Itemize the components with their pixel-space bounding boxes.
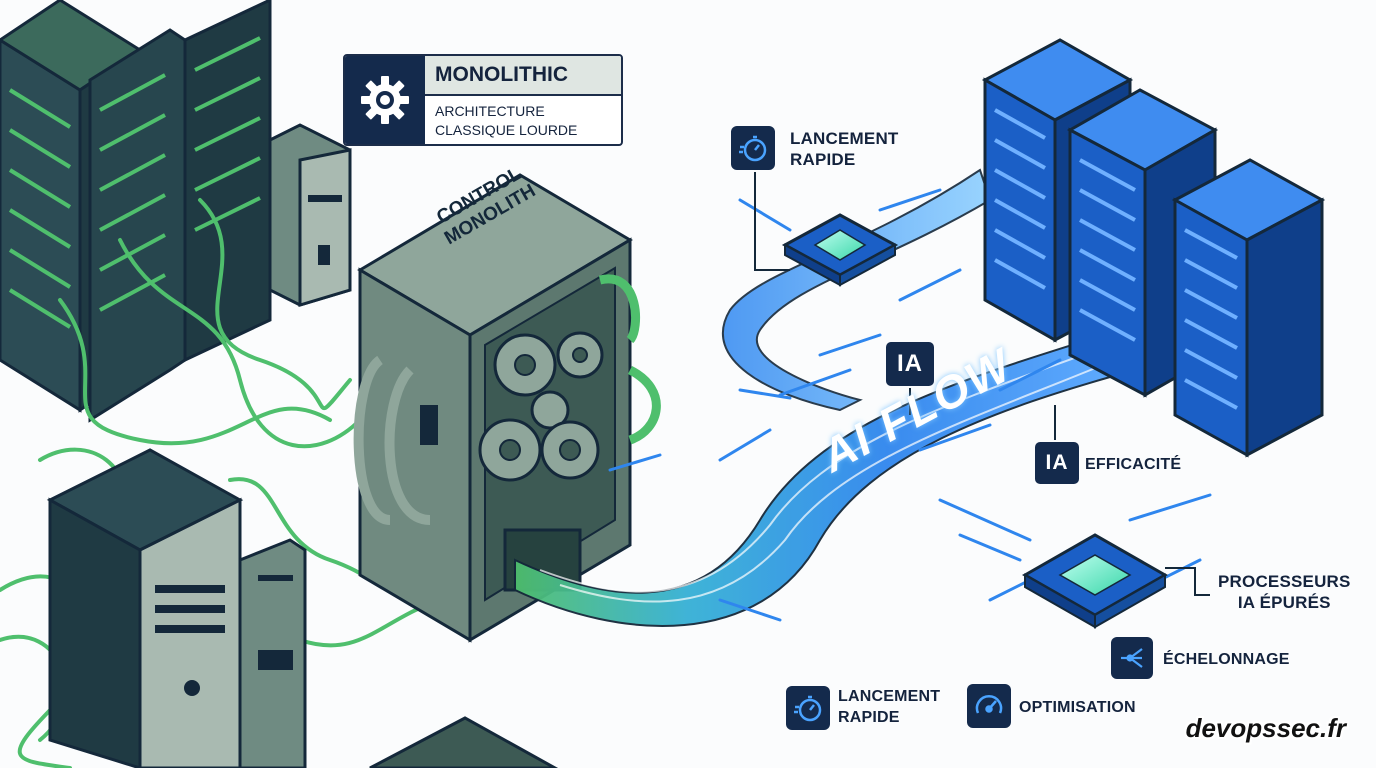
stopwatch-icon: [739, 135, 767, 162]
optimisation-label: OPTIMISATION: [1019, 699, 1136, 716]
processors-label: PROCESSEURS IA ÉPURÉS: [1218, 571, 1351, 613]
launch-top-line1: LANCEMENT: [790, 129, 899, 148]
scaling-label: ÉCHELONNAGE: [1163, 651, 1290, 668]
launch-bottom-line1: LANCEMENT: [838, 688, 941, 705]
launch-bottom-icon-tile: [786, 686, 830, 730]
ia-badge-top: IA: [886, 342, 934, 386]
processor-chip-bottom: [1021, 533, 1169, 629]
launch-bottom-label: LANCEMENT RAPIDE: [838, 686, 940, 728]
monolithic-subtitle-1: ARCHITECTURE: [435, 103, 545, 119]
monolithic-icon-panel: [345, 56, 425, 144]
gear-icon: [361, 76, 409, 124]
launch-bottom-line2: RAPIDE: [838, 709, 900, 726]
optimisation-icon-tile: [967, 684, 1011, 728]
launch-top-icon-tile: [731, 126, 775, 170]
legacy-rack-group: [0, 0, 352, 423]
gauge-icon: [975, 695, 1003, 714]
launch-top-line2: RAPIDE: [790, 150, 856, 169]
callout-leader-lines: [754, 172, 1210, 596]
processors-line2: IA ÉPURÉS: [1237, 593, 1331, 612]
monolithic-info-box: MONOLITHIC ARCHITECTURE CLASSIQUE LOURDE: [343, 54, 623, 146]
scaling-icon-tile: [1111, 637, 1153, 679]
efficiency-label: EFFICACITÉ: [1085, 456, 1182, 473]
processor-chip-top: [781, 213, 899, 287]
processors-line1: PROCESSEURS: [1218, 572, 1351, 591]
watermark: devopssec.fr: [1185, 713, 1346, 743]
ai-flow-stream: [514, 168, 1137, 627]
ia-badge-side: IA: [1035, 442, 1079, 484]
monolithic-title: MONOLITHIC: [425, 56, 621, 96]
stopwatch-icon: [794, 695, 822, 722]
control-monolith-cabinet: [353, 173, 661, 643]
monolithic-text-panel: MONOLITHIC ARCHITECTURE CLASSIQUE LOURDE: [425, 56, 621, 144]
legacy-tower-bottom: [46, 448, 307, 768]
modern-server-rack-group: [981, 38, 1326, 458]
partial-block-bottom: [369, 716, 559, 768]
launch-top-label: LANCEMENT RAPIDE: [790, 128, 899, 170]
monolithic-subtitle-2: CLASSIQUE LOURDE: [435, 122, 578, 138]
network-icon: [1121, 648, 1143, 668]
